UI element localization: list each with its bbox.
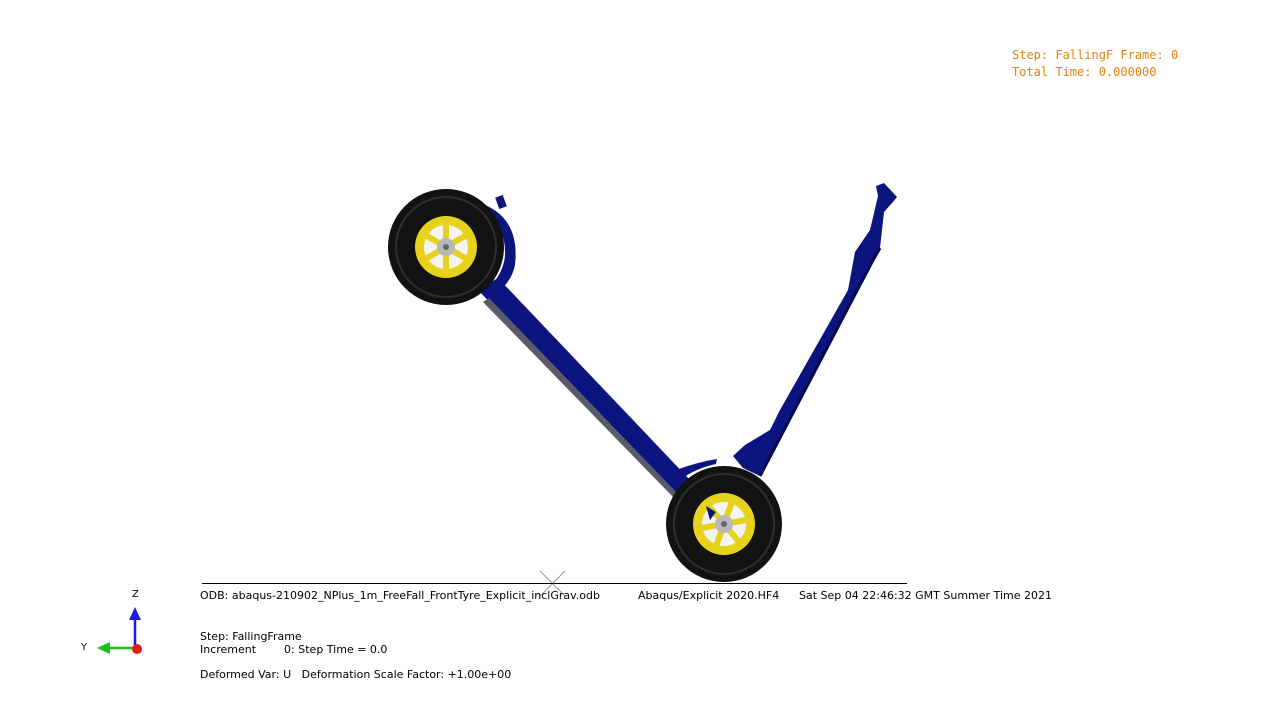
step-frame-text: Step: FallingF Frame: 0	[1012, 48, 1179, 62]
axis-z-label: Z	[132, 589, 139, 600]
run-date: Sat Sep 04 22:46:32 GMT Summer Time 2021	[799, 589, 1052, 602]
steering-column-edge	[758, 247, 882, 477]
increment-info: Increment 0: Step Time = 0.0	[200, 643, 388, 656]
step-name: Step: FallingFrame	[200, 630, 302, 643]
rear-wheel[interactable]	[388, 189, 504, 305]
total-time-text: Total Time: 0.000000	[1012, 65, 1157, 79]
axis-y-label: Y	[81, 642, 88, 653]
axis-triad	[97, 607, 142, 654]
frame-main-tube	[478, 278, 690, 496]
rear-mudguard-tab	[495, 194, 507, 210]
rear-mudguard	[483, 205, 516, 290]
solver-version: Abaqus/Explicit 2020.HF4	[638, 589, 780, 602]
frame-main-tube-shadow	[483, 298, 680, 499]
axis-x-dot	[132, 644, 142, 654]
front-wheel[interactable]	[666, 466, 782, 582]
front-mudguard	[676, 459, 717, 480]
steering-column	[733, 183, 897, 476]
frame-info: Step: FallingF Frame: 0 Total Time: 0.000…	[1012, 47, 1178, 81]
odb-filename: ODB: abaqus-210902_NPlus_1m_FreeFall_Fro…	[200, 589, 600, 602]
deformation-info: Deformed Var: U Deformation Scale Factor…	[200, 668, 512, 681]
ground-line	[202, 583, 907, 584]
